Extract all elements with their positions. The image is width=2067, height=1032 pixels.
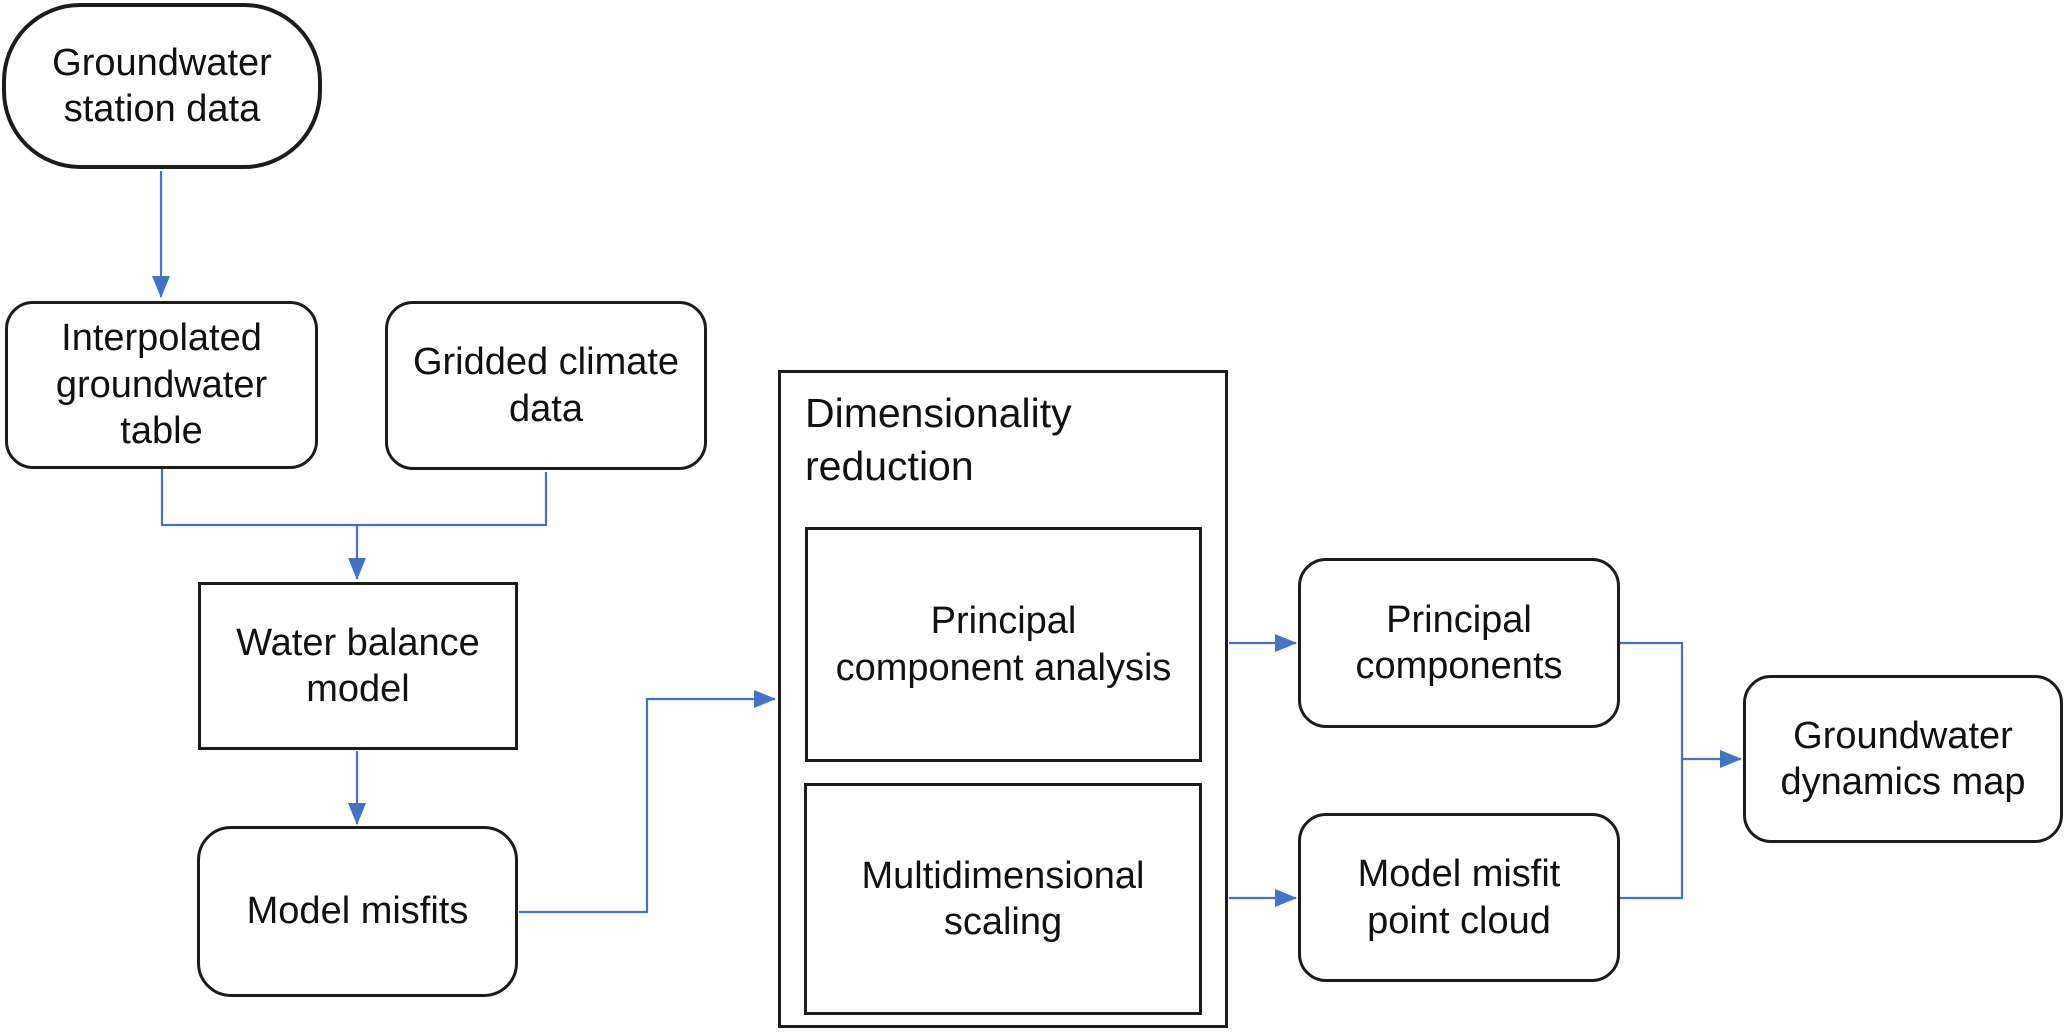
node-interpolated-groundwater-table: Interpolated groundwater table xyxy=(5,301,318,469)
node-label: Model misfits xyxy=(246,890,469,933)
node-water-balance-model: Water balance model xyxy=(198,582,518,750)
node-label: Groundwater station data xyxy=(52,41,272,130)
container-title: Dimensionality reduction xyxy=(805,390,1072,490)
node-label: Gridded climate data xyxy=(412,341,680,430)
node-label: Interpolated groundwater table xyxy=(55,317,268,453)
node-label: Water balance model xyxy=(236,621,480,710)
node-model-misfits: Model misfits xyxy=(197,826,518,997)
node-groundwater-dynamics-map: Groundwater dynamics map xyxy=(1743,675,2063,843)
node-principal-components: Principal components xyxy=(1298,558,1620,728)
node-label: Principal component analysis xyxy=(835,600,1172,689)
node-groundwater-station-data: Groundwater station data xyxy=(2,3,322,169)
node-gridded-climate-data: Gridded climate data xyxy=(385,301,707,470)
node-multidimensional-scaling: Multidimensional scaling xyxy=(804,783,1202,1015)
node-principal-component-analysis: Principal component analysis xyxy=(805,527,1202,762)
node-label: Model misfit point cloud xyxy=(1357,853,1561,942)
edge-merge-outputs xyxy=(1620,641,1684,900)
node-label: Groundwater dynamics map xyxy=(1780,714,2026,803)
node-label: Multidimensional scaling xyxy=(861,854,1145,943)
node-model-misfit-point-cloud: Model misfit point cloud xyxy=(1298,813,1620,982)
edge-misfits-to-dimensionality-reduction xyxy=(519,690,776,914)
node-label: Principal components xyxy=(1355,598,1563,687)
edge-join-inputs xyxy=(160,469,548,527)
